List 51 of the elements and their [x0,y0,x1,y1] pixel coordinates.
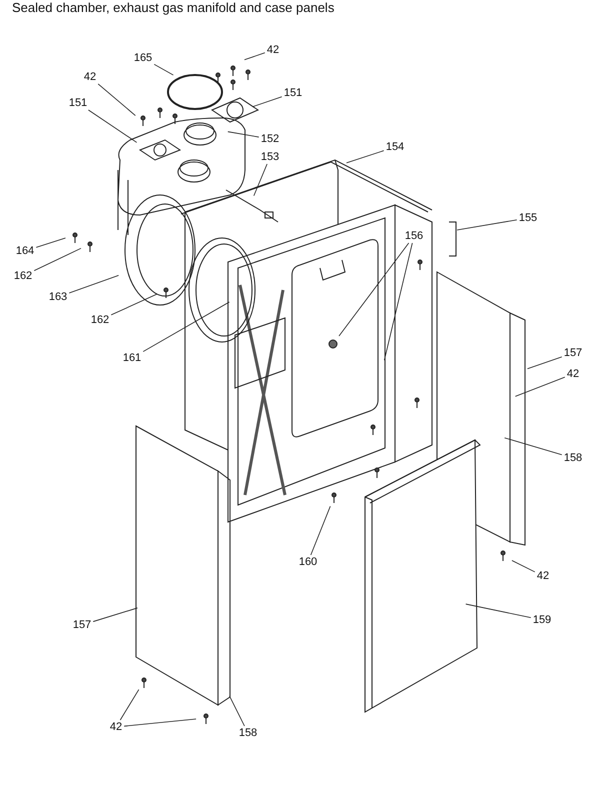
leader-line [110,294,158,316]
leader-line [244,52,266,60]
leader-line [465,604,532,618]
callout-number: 153 [260,151,280,163]
leader-line [34,248,82,272]
callout-number: 156 [404,230,424,242]
leader-line [120,689,140,720]
leader-line [384,242,413,361]
leader-line [514,376,566,397]
leader-line [227,131,260,138]
callout-number: 154 [386,141,404,153]
callout-number: 159 [532,614,552,626]
leader-line [527,356,562,370]
callout-number: 42 [266,44,280,56]
callout-number: 152 [260,133,280,145]
callout-number: 161 [122,352,142,364]
callout-number: 42 [84,71,96,83]
leader-line [310,506,331,556]
callout-number: 162 [90,314,110,326]
callout-number: 160 [298,556,318,568]
callout-number: 157 [564,347,582,359]
leader-line [338,242,410,336]
leader-line [346,150,384,164]
callout-number: 165 [134,52,152,64]
callout-number: 42 [110,721,122,733]
callout-number: 42 [536,570,550,582]
callout-number: 157 [72,619,92,631]
callout-number: 42 [566,368,580,380]
leader-line [36,238,66,248]
callout-number: 158 [238,727,258,739]
leader-line [124,718,196,727]
callout-number: 151 [284,87,302,99]
leader-line [504,437,562,456]
callout-number: 162 [14,270,32,282]
callout-number: 163 [48,291,68,303]
leader-line [253,164,268,196]
leader-line [252,96,282,108]
callout-number: 158 [564,452,582,464]
leader-line [456,219,518,230]
leader-line [154,64,174,76]
leader-line [88,110,138,143]
leader-line [92,608,138,622]
leader-line [512,560,536,572]
leader-line [142,302,230,352]
leader-line [68,274,119,294]
callout-number: 151 [68,97,88,109]
callout-number: 155 [518,212,538,224]
leader-line [229,696,245,726]
callout-number: 164 [16,245,34,257]
title: Sealed chamber, exhaust gas manifold and case panels [12,0,334,15]
leader-line [98,84,136,116]
